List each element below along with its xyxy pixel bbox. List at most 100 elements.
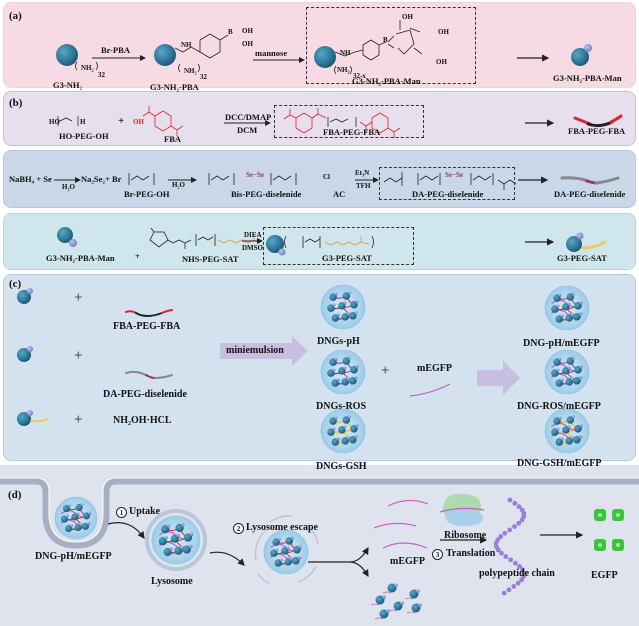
gel-dendrimer [65,524,73,533]
reagent-br-peg-oh: Br-PEG-OH [124,189,170,199]
label-ribosome: Ribosome [444,530,487,541]
gel-dendrimer [331,314,340,322]
gel-dendrimer [562,426,570,434]
plus-c3: + [74,412,83,428]
gel-dendrimer [175,523,184,533]
membrane-edge [0,477,639,543]
product-fba-peg-fba-label: FBA-PEG-FBA [323,127,381,137]
gel-dendrimer [81,522,90,530]
group-nh2-2: NH₂ [184,67,197,75]
c-dendrimer-1 [17,288,33,304]
gel-dendrimer [285,537,294,545]
amino-acid [517,564,522,569]
gel-dendrimer [349,377,357,385]
nanogels [54,284,590,575]
escape-arcs [254,515,319,585]
da-peg-diselenide-icon [560,176,620,185]
panel-a [3,2,636,88]
product-g3-peg-sat-label: G3-PEG-SAT [322,253,372,263]
gel-dendrimer [342,416,351,424]
nanogel-dngs-gsh: DNGs-GSH [316,461,367,472]
d-nanogel-lysosome [151,515,201,565]
gel-dendrimer [293,546,301,554]
amino-acid [498,534,504,539]
gel-dendrimer [566,416,575,424]
group-nh2-3: NH₂ [337,66,350,74]
label-egfp: EGFP [591,570,618,581]
free-dendrimer [411,603,421,613]
free-dendrimer [409,589,419,599]
subscript-32-1: 32 [98,71,105,79]
free-dendrimer [379,609,389,619]
loading-arrow [477,361,520,395]
gel-dendrimer [574,302,582,310]
gel-dendrimer [161,525,170,534]
gel-dendrimer [284,558,292,566]
gel-dendrimer [331,438,340,446]
gel-dendrimer [350,301,358,309]
hopeg-h: H [80,118,86,126]
gel-dendrimer [274,559,283,567]
arrow-to-mrna [308,546,369,563]
gel-dendrimer [174,546,183,555]
step-nabh4-se: NaBH₄ + Se [9,174,52,184]
g3-nh2-pba-man-icon [57,227,77,247]
gel-dendrimer [574,366,582,374]
gel-dendrimer [350,366,358,374]
reactant-g3-nh2-pba-man: G3-NH₂-PBA-Man [46,253,115,263]
amino-acid [502,530,508,536]
label-polypeptide-chain: polypeptide chain [479,568,555,579]
gel-dendrimer [163,547,172,557]
group-nh: NH [181,41,192,49]
gel-dendrimer [565,378,573,386]
polypeptide-chain-icon [493,497,527,596]
c-da-peg-diselenide-icon [125,370,173,379]
reactant-fba: FBA [164,134,181,144]
dendrimer-g3-nh2-pba [154,33,229,73]
plus-c2: + [74,348,83,364]
intermediate-bis-peg-diselenide: Bis-PEG-diselenide [231,189,302,199]
gel-dendrimer [555,438,564,446]
loaded-dng-ros-megfp: DNG-ROS/mEGFP [517,401,601,412]
da-peg-diselenide-structure [383,172,517,190]
gel-dendrimer [350,425,358,433]
cond-dmso: DMSO [242,244,263,252]
cond-h2o-2: H₂O [172,181,185,189]
nanogel-ros-megfp [544,349,590,395]
br-peg-oh-structure [128,173,155,185]
group-nh-man: NH [340,49,351,57]
crosslinker-nh2oh-hcl: NH₂OH·HCL [113,415,172,426]
fba-peg-fba-structure [283,108,401,138]
panel-label-d: (d) [8,489,22,501]
product-box-b2 [379,167,515,200]
gel-dendrimer [170,534,179,543]
cond-diea: DIEA [244,231,262,239]
step-na2se2: Na₂Se₂+ Br [81,174,122,184]
amino-acid [513,560,518,566]
amino-acid [516,504,522,510]
gel-dendrimer [349,436,357,444]
arrow-to-debris [349,561,369,578]
amino-acid [512,500,518,506]
product-g3-nh2-pba-man: G3-NH₂-PBA-Man [553,73,622,83]
group-oh-3: OH [402,13,413,21]
free-dendrimer [375,595,385,605]
panel-label-b: (b) [9,97,23,109]
lysosome-membrane [145,509,207,571]
c-dendrimer-2 [17,346,33,362]
gel-dendrimer [551,305,559,313]
group-oh-4: OH [438,28,449,36]
panel-b-diselenide [3,150,636,208]
gel-dendrimer [327,369,335,377]
fba-oh: OH [133,118,144,126]
gel-dendrimer [82,512,91,520]
amino-acid [519,517,525,523]
gel-dendrimer [573,313,581,321]
nanogel-gsh-megfp [544,408,590,454]
result-g3-peg-sat: G3-PEG-SAT [557,253,607,263]
plus-b3: + [135,251,140,261]
step-number-2: 2 [233,523,244,534]
label-lysosome: Lysosome [151,576,193,587]
start-dng-ph-megfp: DNG-pH/mEGFP [35,551,112,562]
